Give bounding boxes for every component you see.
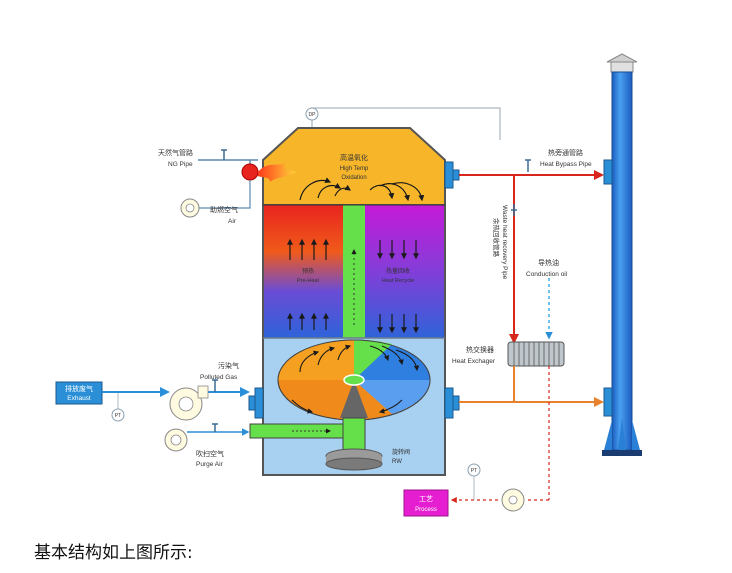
heat-exchanger-en: Heat Exchager — [452, 358, 496, 365]
preheat-arrows — [287, 238, 329, 330]
caption: 基本结构如上图所示: — [34, 543, 193, 563]
rw-cn: 旋转阀 — [392, 448, 410, 456]
heat-recycle-cn: 热量回收 — [386, 267, 410, 275]
rw-en: RW — [392, 459, 402, 465]
flanges — [248, 161, 460, 419]
conduction-oil-en: Conduction oil — [526, 271, 568, 278]
heat-recycle-bed — [365, 205, 445, 338]
bypass-en: Heat Bypass Pipe — [540, 161, 592, 168]
exhaust-cn: 排放废气 — [65, 384, 93, 393]
svg-text:PT: PT — [115, 413, 121, 419]
rotary-wheel — [277, 339, 431, 421]
heat-recycle-en: Heat Recycle — [382, 278, 415, 284]
oxidation-cn: 高温氧化 — [340, 153, 368, 162]
purge-air-duct — [249, 423, 344, 439]
polluted-gas-fan — [169, 385, 209, 421]
combustion-air-fan — [180, 180, 251, 218]
svg-text:PT: PT — [471, 468, 477, 474]
oxidation-en2: Oxidation — [341, 175, 366, 181]
polluted-gas-en: Polluted Gas — [200, 374, 238, 381]
conduction-oil-cn: 导热油 — [538, 258, 559, 267]
oxidation-flow-arrows — [299, 177, 425, 202]
comb-air-en: Air — [228, 218, 237, 225]
heat-exchanger-cn: 热交换器 — [466, 345, 494, 354]
comb-air-cn: 助燃空气 — [210, 205, 238, 214]
waste-heat-cn: 余热回收管路 — [492, 218, 501, 258]
rotary-valve: 旋转阀 RW — [325, 417, 410, 471]
pt-sensor-process: PT — [467, 463, 481, 500]
heat-recycle-arrows — [377, 240, 419, 334]
dp-sensor: DP — [305, 107, 501, 140]
polluted-gas-cn: 污染气 — [218, 361, 239, 370]
heat-bypass-line — [459, 159, 604, 344]
chimney-stack — [602, 53, 642, 456]
outlet-line — [450, 366, 604, 503]
purge-air-cn: 吹扫空气 — [196, 449, 224, 458]
preheat-cn: 预热 — [302, 267, 314, 275]
pt-sensor-exhaust: PT — [111, 392, 125, 422]
waste-heat-en: Waste heat recovery Pipe — [501, 205, 508, 280]
ng-pipe-en: NG Pipe — [168, 161, 193, 168]
dp-label: DP — [309, 112, 317, 118]
process-box: 工艺 Process — [403, 489, 449, 517]
oxidation-en1: High Temp — [340, 166, 369, 172]
purge-air-en: Purge Air — [196, 461, 224, 468]
heat-exchanger — [507, 341, 565, 367]
center-channel — [343, 205, 365, 338]
burner — [198, 149, 296, 182]
process-cn: 工艺 — [419, 495, 433, 503]
exhaust-inlet: 排放废气 Exhaust — [55, 379, 250, 405]
process-en: Process — [415, 507, 437, 513]
exhaust-en: Exhaust — [67, 395, 91, 402]
preheat-en: Pre-Heat — [297, 278, 319, 284]
purge-air-fan — [164, 423, 250, 452]
oil-pump — [501, 488, 525, 512]
ng-pipe-cn: 天然气管路 — [158, 148, 193, 157]
rto-diagram: DP — [55, 53, 642, 517]
bypass-cn: 热旁通管路 — [548, 148, 583, 157]
